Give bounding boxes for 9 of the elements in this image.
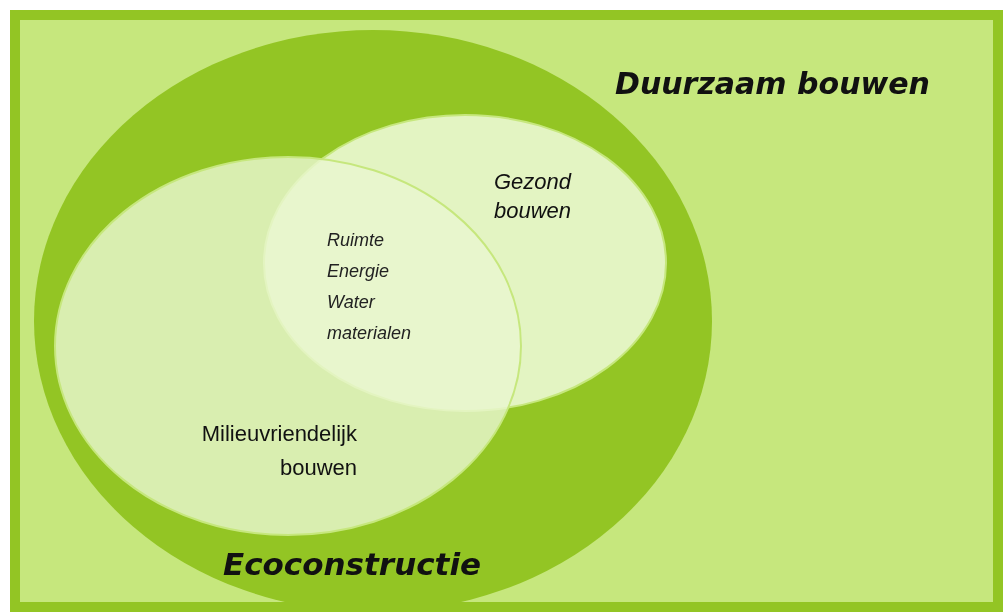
topic-label: Water	[327, 292, 375, 313]
sustainable-building-panel	[10, 10, 1003, 612]
node-title: Gezond bouwen	[494, 168, 573, 225]
node-title: Duurzaam bouwen	[615, 65, 931, 103]
topic-label: materialen	[327, 323, 412, 344]
topic-label: Ruimte	[327, 230, 384, 251]
node-title: Milieuvriendelijk bouwen	[200, 420, 357, 483]
node-title: Ecoconstructie	[223, 545, 483, 584]
topic-label: Energie	[327, 261, 390, 282]
